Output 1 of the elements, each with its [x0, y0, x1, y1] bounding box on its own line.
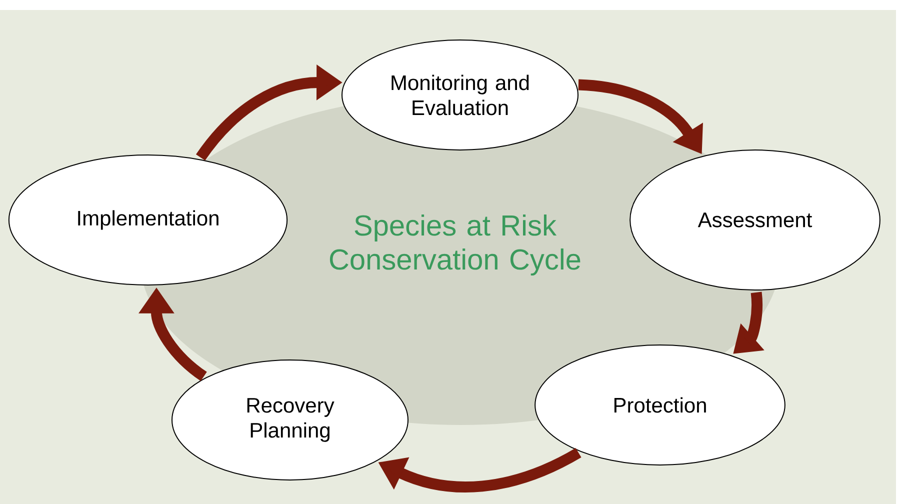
- title: Species at Risk Conservation Cycle: [330, 214, 580, 276]
